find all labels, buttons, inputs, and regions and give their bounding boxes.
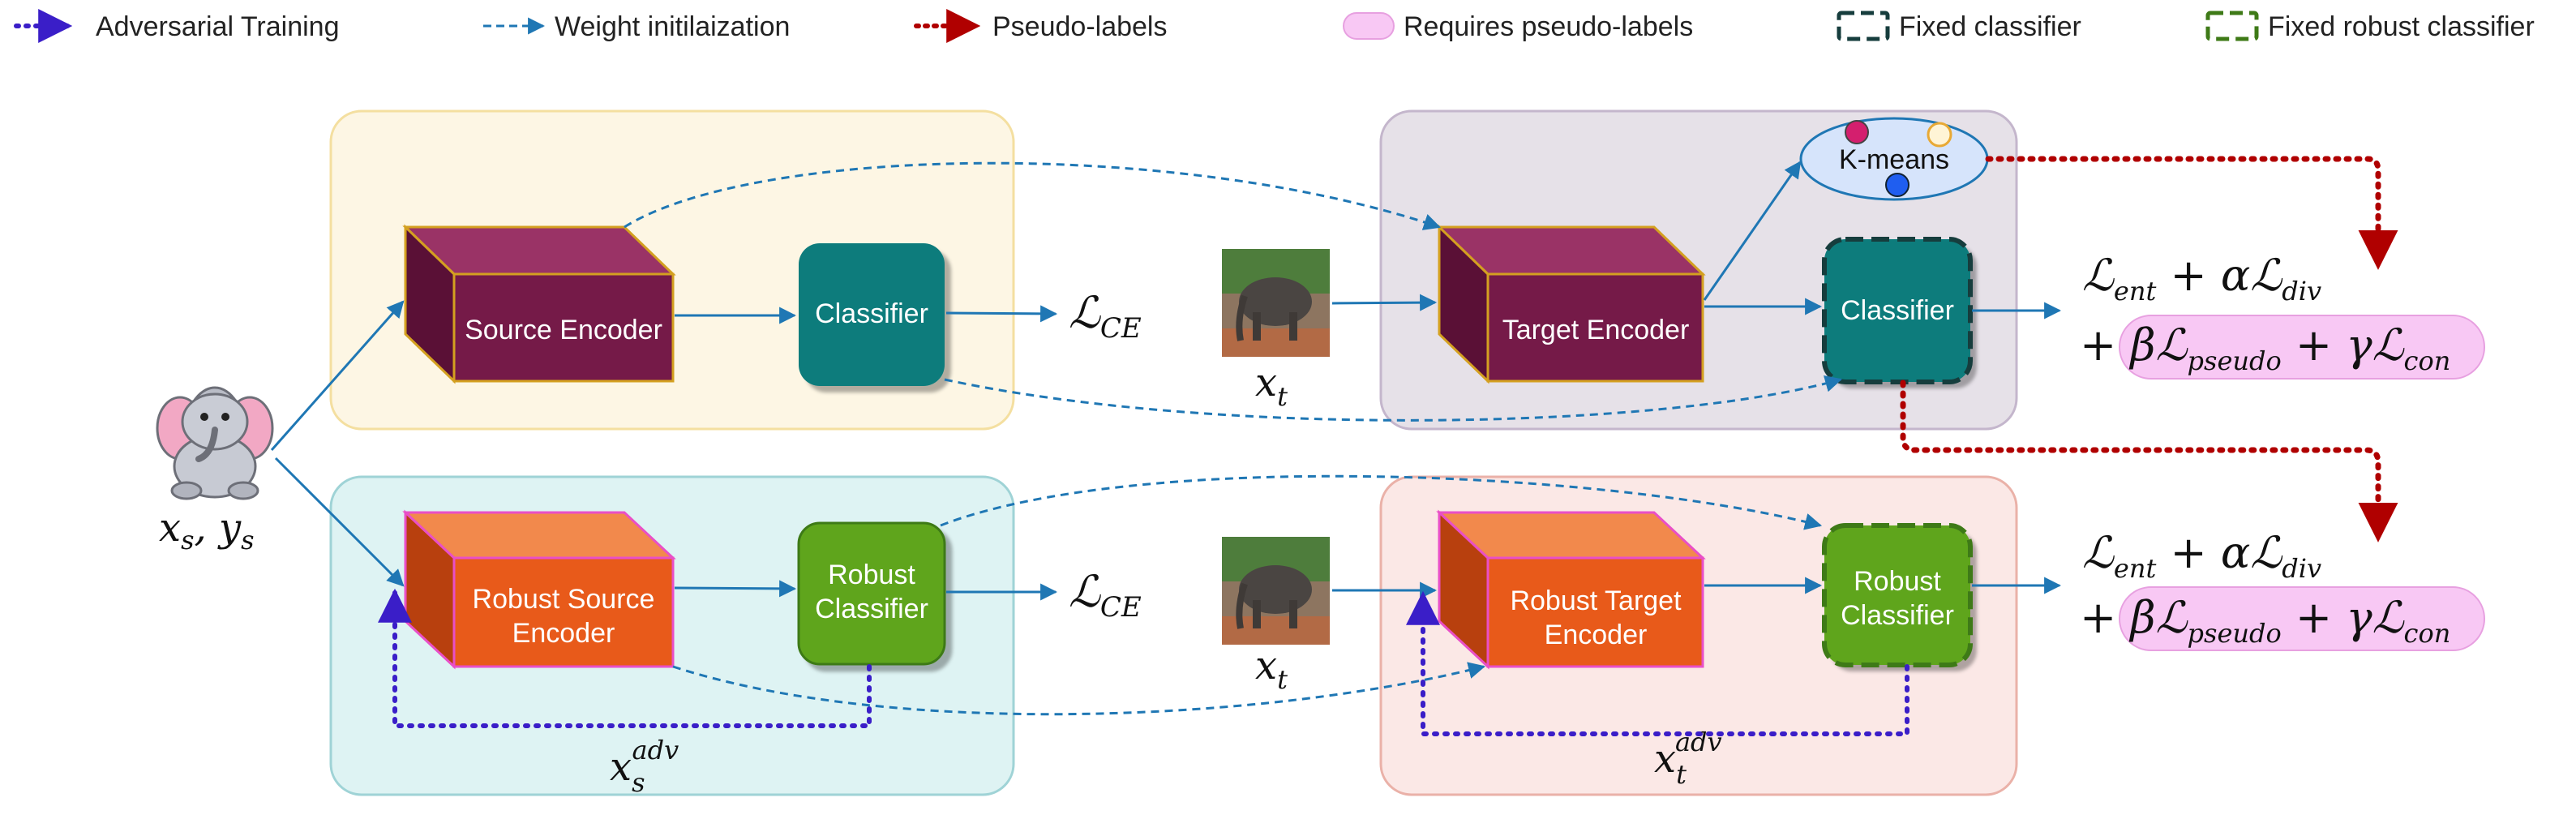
robust-target-image-label: xt [1255,643,1288,695]
legend-requires-pseudo-label: Requires pseudo-labels [1404,11,1693,42]
robust-target-classifier-label-1: Robust [1854,566,1941,597]
elephant-cartoon-icon [156,386,274,500]
pseudo-label-kmeans-to-objective [1985,156,2398,270]
target-adversarial-label: xtadv [1654,727,1722,790]
robust-source-encoder: Robust Source Encoder [402,509,676,670]
source-classifier-label: Classifier [815,298,928,329]
target-elephant-photo [1222,249,1330,357]
robust-target-classifier: Robust Classifier [1822,523,1973,667]
source-encoder: Source Encoder [402,224,676,384]
cluster-blue-dot [1885,173,1909,197]
source-loss: ℒCE [1069,287,1142,345]
robust-target-classifier-label-2: Classifier [1841,600,1954,631]
source-classifier: Classifier [799,243,945,386]
legend-adversarial-label: Adversarial Training [96,11,339,42]
cluster-yellow-dot [1927,122,1952,148]
robust-pseudo-required-pill [2119,586,2485,651]
target-encoder: Target Encoder [1436,224,1706,384]
target-classifier-label: Classifier [1841,295,1954,326]
legend-weight-init-label: Weight initilaization [555,11,790,42]
robust-source-classifier-label-1: Robust [828,560,915,590]
target-objective: ℒent + αℒdiv + βℒpseudo + γℒcon [2080,250,2485,380]
legend-fixed-robust: Fixed robust classifier [2205,11,2535,42]
legend-requires-pseudo: Requires pseudo-labels [1343,11,1693,42]
pseudo-required-pill [2119,315,2485,380]
input-to-robust-source-arrow [274,457,405,587]
cluster-pink-dot [1845,120,1869,144]
target-adversarial-loop [1406,590,1909,736]
target-classifier: Classifier [1822,237,1973,384]
target-image-to-encoder-arrow [1331,294,1438,311]
svg-text:+ βℒpseudo + γℒcon: + βℒpseudo + γℒcon [2080,320,2450,376]
weight-init-source-encoder-to-target-encoder [624,161,1441,230]
robust-source-classifier: Robust Classifier [797,521,946,666]
input-to-source-arrow [270,300,405,451]
svg-text:ℒent + αℒdiv: ℒent + αℒdiv [2082,250,2321,307]
robust-source-encoder-to-classifier-arrow [674,580,797,598]
legend-fixed-classifier-label: Fixed classifier [1899,11,2081,42]
robust-target-objective: ℒent + αℒdiv + βℒpseudo + γℒcon [2080,527,2485,651]
robust-target-elephant-photo [1222,537,1330,645]
legend-weight-init: Weight initilaization [483,11,790,42]
pseudo-label-classifier-to-robust-objective [1900,380,2398,543]
weight-init-robust-classifier-to-robust-target-classifier [940,474,1823,530]
robust-target-encoder-label-2: Encoder [1545,620,1648,650]
legend-pseudo-labels: Pseudo-labels [914,9,1167,43]
source-classifier-to-loss-arrow [945,305,1058,323]
legend-fixed-classifier: Fixed classifier [1837,11,2081,42]
source-encoder-label: Source Encoder [465,315,662,345]
robust-source-loss: ℒCE [1069,566,1142,624]
source-adversarial-loop [378,588,872,728]
input-label: xs, ys [159,505,255,555]
legend: Adversarial Training Weight initilaizati… [14,9,2535,43]
robust-target-encoder: Robust Target Encoder [1436,509,1706,670]
source-adversarial-label: xsadv [610,735,679,798]
target-image-label: xt [1255,360,1288,412]
svg-text:xs, ys: xs, ys [159,505,255,555]
kmeans-label: K-means [1839,144,1949,175]
robust-target-encoder-label-1: Robust Target [1510,585,1682,616]
robust-source-encoder-label-1: Robust Source [473,584,655,615]
target-encoder-to-kmeans-arrow [1703,161,1802,301]
target-encoder-label: Target Encoder [1502,315,1690,345]
legend-fixed-robust-label: Fixed robust classifier [2268,11,2535,42]
robust-source-classifier-label-2: Classifier [815,594,928,624]
kmeans: K-means [1799,117,1989,201]
robust-source-encoder-label-2: Encoder [512,618,615,649]
weight-init-source-classifier-to-target-classifier [944,375,1843,422]
svg-text:ℒent + αℒdiv: ℒent + αℒdiv [2082,527,2321,584]
legend-pseudo-labels-label: Pseudo-labels [992,11,1167,42]
legend-adversarial: Adversarial Training [14,9,339,43]
